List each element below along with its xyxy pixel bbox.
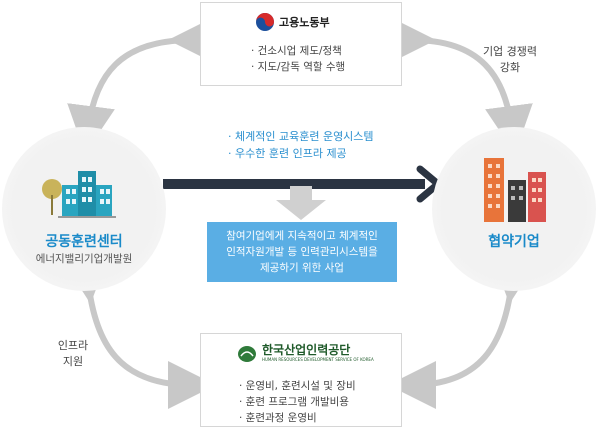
bullet-item: · 건소시업 제도/정책: [251, 45, 342, 57]
arrow-top-right: [387, 15, 533, 154]
hrd-box: 한국산업인력공단 HUMAN RESOURCES DEVELOPMENT SER…: [200, 333, 402, 427]
ministry-logo: 고용노동부: [256, 13, 330, 31]
bullet-item: · 훈련 프로그램 개발비용: [239, 396, 349, 408]
training-center-subtitle: 에너지밸리기업개발원: [35, 253, 133, 265]
hrd-emblem-icon: [238, 345, 256, 362]
label-infra-support: 인프라 지원: [57, 339, 89, 368]
center-points: · 체계적인 교육훈련 운영시스템 · 우수한 훈련 인프라 제공: [228, 128, 374, 162]
program-description-box: 참여기업에게 지속적이고 체계적인 인적자원개발 등 인력관리시스템을 제공하기…: [207, 222, 397, 282]
arrow-bottom-left: [61, 253, 216, 409]
down-arrow: [276, 186, 326, 220]
center-point: · 체계적인 교육훈련 운영시스템: [228, 130, 374, 143]
bullet-item: · 지도/감독 역할 수행: [251, 61, 346, 73]
partner-company-title: 협약기업: [488, 234, 540, 250]
taegeuk-icon: [256, 13, 274, 31]
hrd-logo-subtext: HUMAN RESOURCES DEVELOPMENT SERVICE OF K…: [262, 357, 374, 362]
hrd-logo-text: 한국산업인력공단: [262, 343, 351, 357]
building-icon: [42, 171, 116, 218]
center-point: · 우수한 훈련 인프라 제공: [228, 147, 347, 160]
ministry-logo-text: 고용노동부: [279, 16, 330, 29]
bullet-item: · 운영비, 훈련시설 및 장비: [239, 380, 356, 392]
bullet-item: · 훈련과정 운영비: [239, 412, 317, 424]
hrd-bullets: · 운영비, 훈련시설 및 장비 · 훈련 프로그램 개발비용 · 훈련과정 운…: [239, 378, 356, 426]
training-center-title: 공동훈련센터: [45, 234, 123, 250]
arrow-bottom-right: [388, 253, 539, 409]
arrow-top-left: [67, 15, 217, 154]
ministry-bullets: · 건소시업 제도/정책 · 지도/감독 역할 수행: [251, 43, 345, 75]
company-buildings-icon: [484, 158, 546, 222]
ministry-box: 고용노동부 · 건소시업 제도/정책 · 지도/감독 역할 수행: [200, 2, 402, 86]
label-competitiveness: 기업 경쟁력 강화: [482, 45, 538, 74]
hrd-logo: 한국산업인력공단 HUMAN RESOURCES DEVELOPMENT SER…: [237, 344, 374, 363]
